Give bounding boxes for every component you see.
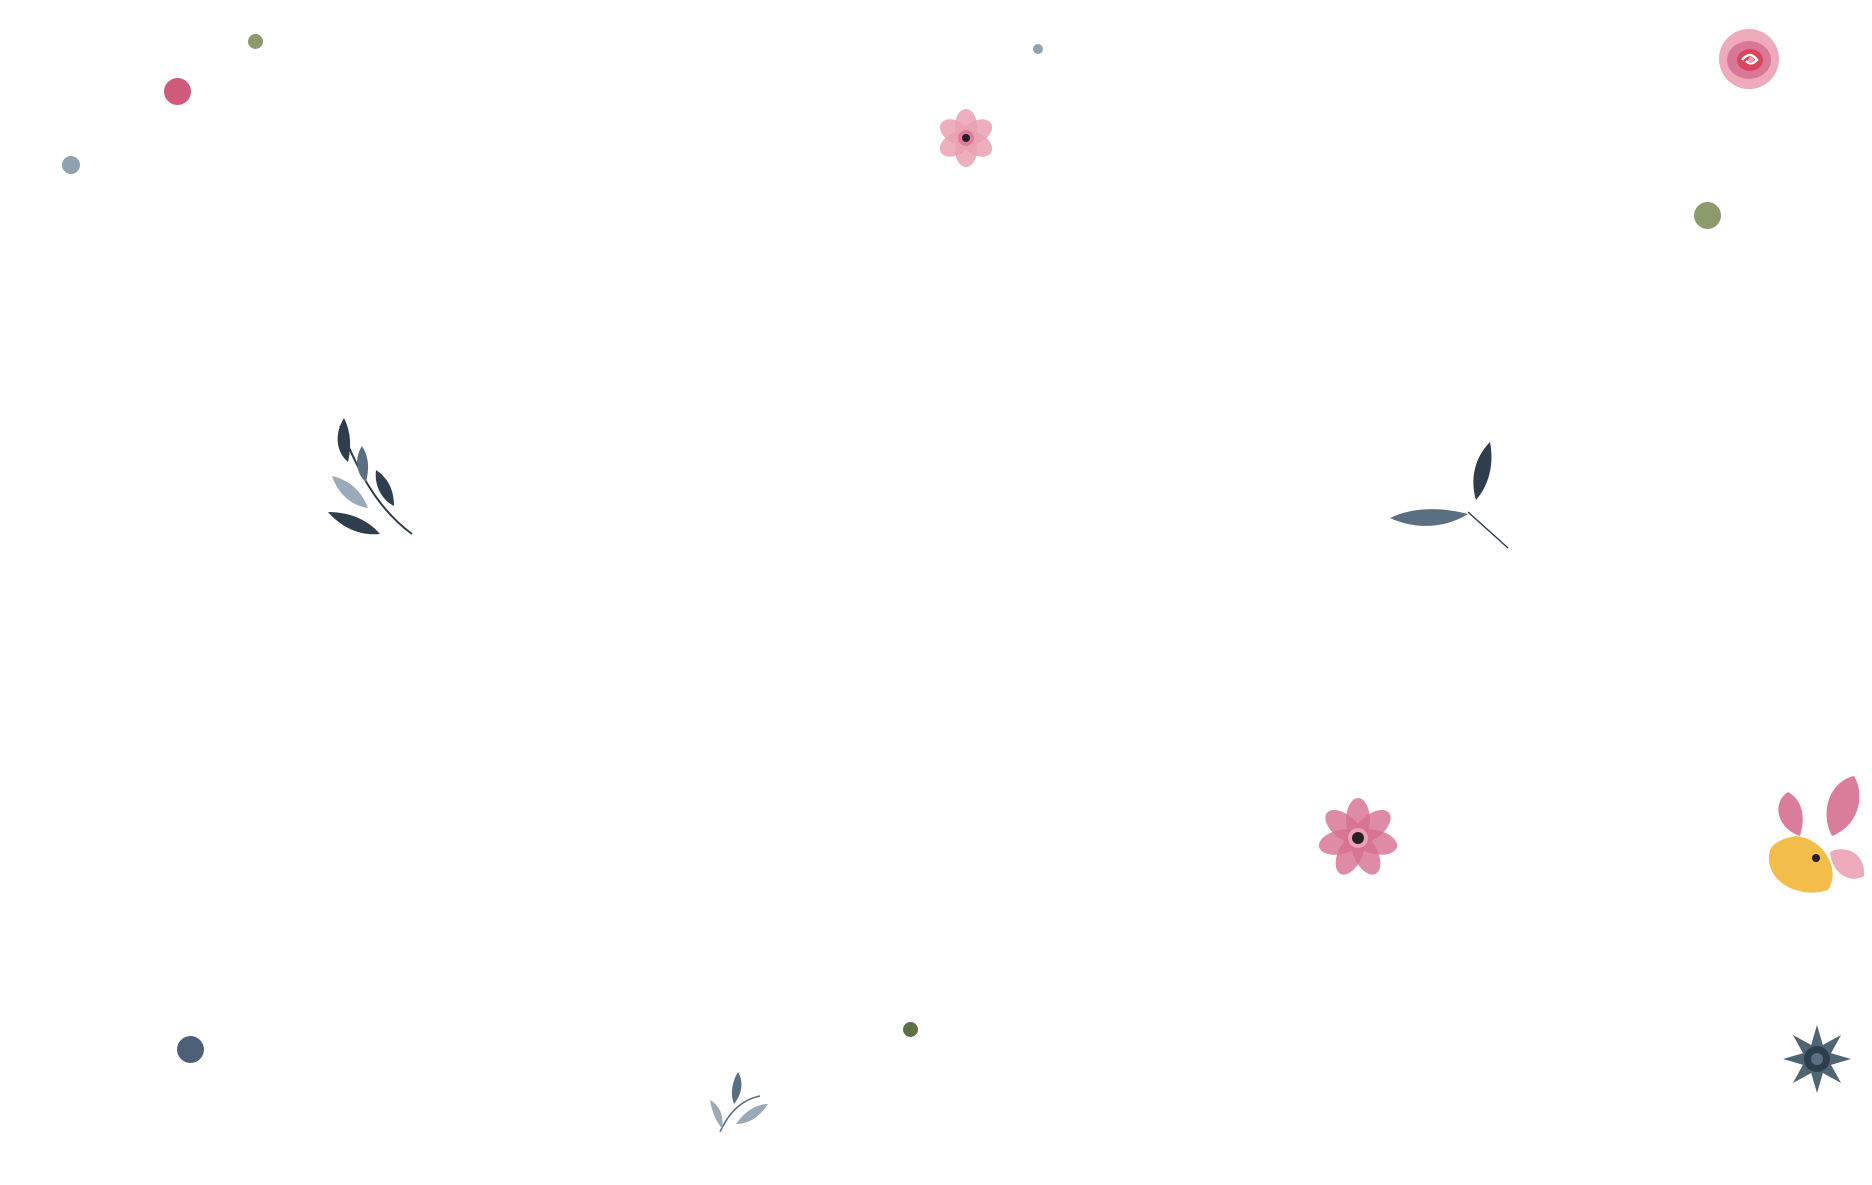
pink-yellow-pansy-icon [1768, 776, 1865, 893]
dot-sage-large [1694, 202, 1721, 229]
leaf-sprig-icon [1390, 442, 1509, 549]
pink-cosmos-icon [1318, 798, 1398, 875]
dot-slate-small [62, 156, 80, 174]
succulent-icon [1783, 1025, 1851, 1093]
leaf-branch-icon [328, 418, 413, 535]
red-rose-icon [1719, 29, 1779, 89]
dot-slate-dark [177, 1036, 204, 1063]
dot-rose [164, 78, 191, 105]
dot-sage-small [248, 34, 263, 49]
pink-anemone-icon [939, 109, 993, 167]
dot-sage-dark [903, 1022, 918, 1037]
dot-slate-tiny [1033, 44, 1043, 54]
small-leaf-sprig-icon [710, 1072, 768, 1133]
